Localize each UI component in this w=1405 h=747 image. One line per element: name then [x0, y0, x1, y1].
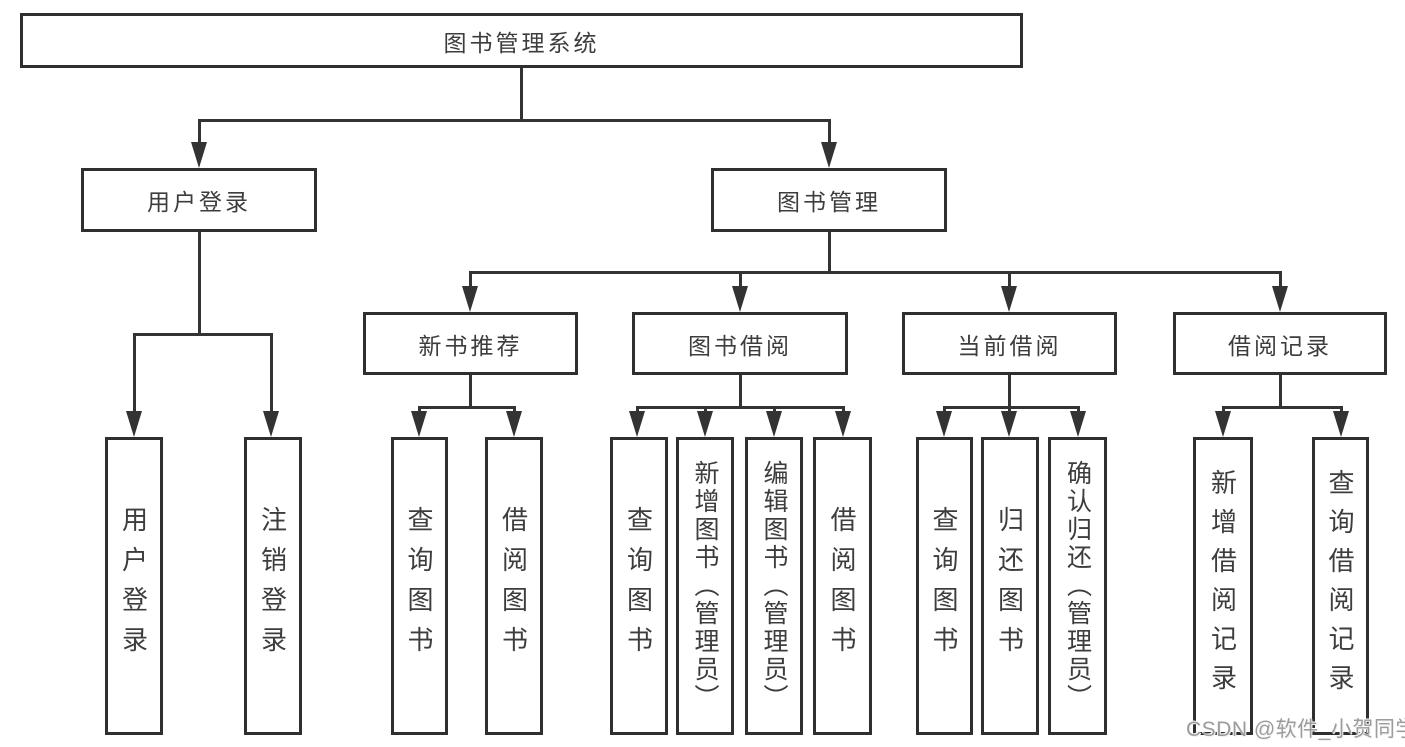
connector-bb-borrow-shaft: [842, 406, 845, 414]
node-ul-logout: 注销登录: [244, 437, 302, 735]
arrowhead-new-book-rec: [462, 286, 478, 312]
node-book-mgmt: 图书管理: [711, 168, 947, 232]
node-cb-query-book: 查询图书: [916, 437, 973, 735]
node-nb-query-book: 查询图书: [391, 437, 448, 735]
node-br-query-record: 查询借阅记录: [1312, 437, 1369, 735]
connector-br-add-shaft: [1222, 406, 1225, 414]
connector-borrow-record-shaft: [1279, 271, 1282, 288]
node-bb-query-book: 查询图书: [610, 437, 668, 735]
arrowhead-bb-query: [629, 411, 645, 437]
connector-bb-add-shaft: [704, 406, 707, 414]
node-current-borrow: 当前借阅: [902, 312, 1117, 375]
connector-bb-query-shaft: [636, 406, 639, 414]
node-book-borrow: 图书借阅: [632, 312, 848, 375]
arrowhead-br-add: [1215, 411, 1231, 437]
connector-br-stem: [1279, 375, 1282, 409]
arrowhead-nb-borrow: [506, 411, 522, 437]
node-cb-return-book: 归还图书: [981, 437, 1039, 735]
connector-level3-trunk: [469, 271, 1282, 274]
connector-book-mgmt-stem: [828, 232, 831, 274]
node-ul-login: 用户登录: [105, 437, 163, 735]
connector-ul-logout-shaft: [270, 333, 273, 413]
node-borrow-record: 借阅记录: [1173, 312, 1387, 375]
arrowhead-ul-logout: [263, 411, 279, 437]
connector-bb-edit-shaft: [773, 406, 776, 414]
arrowhead-cb-query: [936, 411, 952, 437]
connector-nb-query-shaft: [418, 406, 421, 414]
node-new-book-rec: 新书推荐: [363, 312, 578, 375]
connector-user-login-branch: [133, 333, 273, 336]
connector-user-login-stem: [198, 232, 201, 336]
connector-new-book-rec-shaft: [469, 271, 472, 288]
arrowhead-cb-confirm: [1070, 411, 1086, 437]
connector-cb-stem: [1008, 375, 1011, 409]
node-root: 图书管理系统: [20, 13, 1023, 68]
connector-nb-borrow-shaft: [513, 406, 516, 414]
connector-br-branch: [1222, 406, 1342, 409]
connector-book-mgmt-shaft: [828, 119, 831, 146]
node-bb-add-book: 新增图书（管理员）: [676, 437, 734, 735]
connector-book-borrow-shaft: [739, 271, 742, 288]
arrowhead-borrow-record: [1272, 286, 1288, 312]
connector-nb-branch: [418, 406, 516, 409]
connector-ul-login-shaft: [133, 333, 136, 413]
arrowhead-cb-return: [1001, 411, 1017, 437]
arrowhead-br-query: [1333, 411, 1349, 437]
node-br-add-record: 新增借阅记录: [1193, 437, 1253, 735]
csdn-watermark: CSDN @软件_小贺同学: [1186, 718, 1405, 741]
arrowhead-ul-login: [126, 411, 142, 437]
arrowhead-bb-borrow: [835, 411, 851, 437]
node-user-login: 用户登录: [81, 168, 317, 232]
connector-user-login-shaft: [198, 119, 201, 146]
connector-cb-branch: [943, 406, 1080, 409]
arrowhead-book-mgmt: [821, 142, 837, 168]
node-bb-edit-book: 编辑图书（管理员）: [745, 437, 803, 735]
node-bb-borrow-book: 借阅图书: [813, 437, 872, 735]
connector-level2-trunk: [198, 119, 831, 122]
arrowhead-book-borrow: [732, 286, 748, 312]
arrowhead-bb-add: [697, 411, 713, 437]
connector-bb-branch: [636, 406, 845, 409]
arrowhead-bb-edit: [766, 411, 782, 437]
connector-cb-confirm-shaft: [1077, 406, 1080, 414]
connector-root-stem: [520, 68, 523, 121]
connector-bb-stem: [739, 375, 742, 409]
connector-nb-stem: [469, 375, 472, 409]
connector-current-borrow-shaft: [1008, 271, 1011, 288]
node-nb-borrow-book: 借阅图书: [485, 437, 543, 735]
connector-cb-return-shaft: [1008, 406, 1011, 414]
connector-cb-query-shaft: [943, 406, 946, 414]
node-cb-confirm-return: 确认归还（管理员）: [1048, 437, 1107, 735]
arrowhead-current-borrow: [1001, 286, 1017, 312]
connector-br-query-shaft: [1340, 406, 1343, 414]
arrowhead-user-login: [191, 142, 207, 168]
arrowhead-nb-query: [411, 411, 427, 437]
